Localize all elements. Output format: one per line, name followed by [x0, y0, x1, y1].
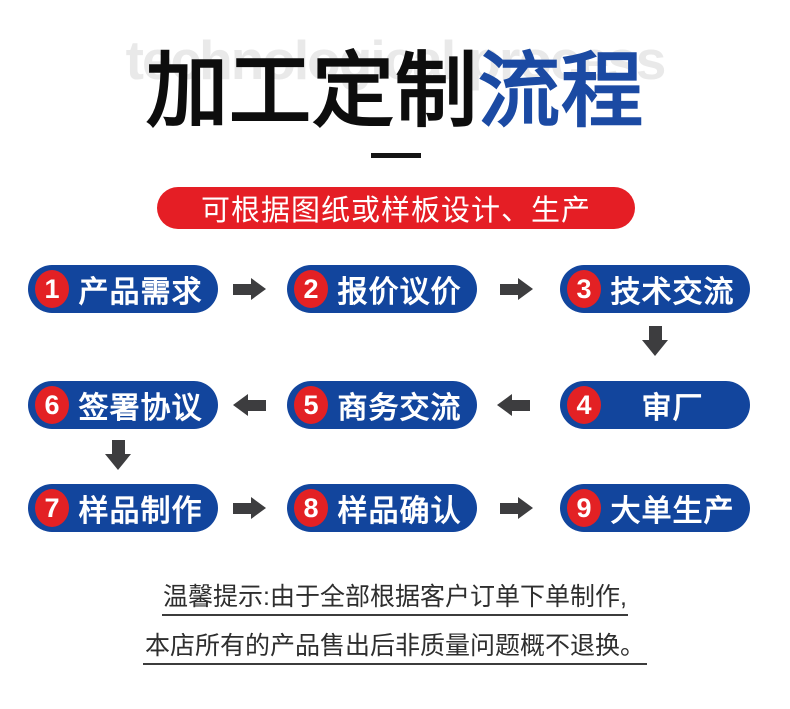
- step-number-badge: 3: [567, 270, 601, 308]
- step-label: 大单生产: [610, 495, 735, 528]
- step-label: 技术交流: [610, 276, 735, 309]
- step-number-badge: 7: [35, 489, 69, 527]
- arrow-left-icon: [497, 394, 530, 416]
- step-pill-6: 6 签署协议: [28, 381, 218, 429]
- step-pill-4: 4 审厂: [560, 381, 750, 429]
- step-pill-3: 3 技术交流: [560, 265, 750, 313]
- step-pill-5: 5 商务交流: [287, 381, 477, 429]
- step-number-badge: 9: [567, 489, 601, 527]
- step-pill-1: 1 产品需求: [28, 265, 218, 313]
- arrow-right-icon: [233, 278, 266, 300]
- arrow-down-icon: [105, 440, 131, 470]
- arrow-left-icon: [233, 394, 266, 416]
- step-number-badge: 5: [294, 386, 328, 424]
- page-title: 加工定制流程: [0, 46, 790, 137]
- subtitle-banner-text: 可根据图纸或样板设计、生产: [200, 195, 591, 227]
- notice-line-1: 温馨提示:由于全部根据客户订单下单制作,: [163, 583, 627, 611]
- watermark-text: technological process: [125, 29, 667, 91]
- page-title-black: 加工定制: [145, 46, 478, 137]
- step-label: 签署协议: [78, 392, 203, 425]
- step-number-badge: 1: [35, 270, 69, 308]
- step-label: 样品制作: [78, 495, 203, 528]
- step-label: 报价议价: [337, 276, 462, 309]
- notice-line-2: 本店所有的产品售出后非质量问题概不退换。: [144, 632, 645, 660]
- page-title-blue: 流程: [478, 46, 645, 137]
- arrow-right-icon: [500, 497, 533, 519]
- step-pill-9: 9 大单生产: [560, 484, 750, 532]
- title-dash: [371, 153, 421, 158]
- notice-underline-2: [143, 663, 647, 665]
- step-number-badge: 4: [567, 386, 601, 424]
- subtitle-banner: 可根据图纸或样板设计、生产: [157, 187, 635, 229]
- step-pill-8: 8 样品确认: [287, 484, 477, 532]
- step-pill-2: 2 报价议价: [287, 265, 477, 313]
- notice-underline-1: [162, 614, 628, 616]
- step-pill-7: 7 样品制作: [28, 484, 218, 532]
- arrow-right-icon: [233, 497, 266, 519]
- step-label: 审厂: [641, 392, 704, 425]
- step-number-badge: 6: [35, 386, 69, 424]
- step-number-badge: 8: [294, 489, 328, 527]
- step-number-badge: 2: [294, 270, 328, 308]
- step-label: 样品确认: [337, 495, 462, 528]
- arrow-down-icon: [642, 326, 668, 356]
- arrow-right-icon: [500, 278, 533, 300]
- step-label: 商务交流: [337, 392, 462, 425]
- step-label: 产品需求: [78, 276, 203, 309]
